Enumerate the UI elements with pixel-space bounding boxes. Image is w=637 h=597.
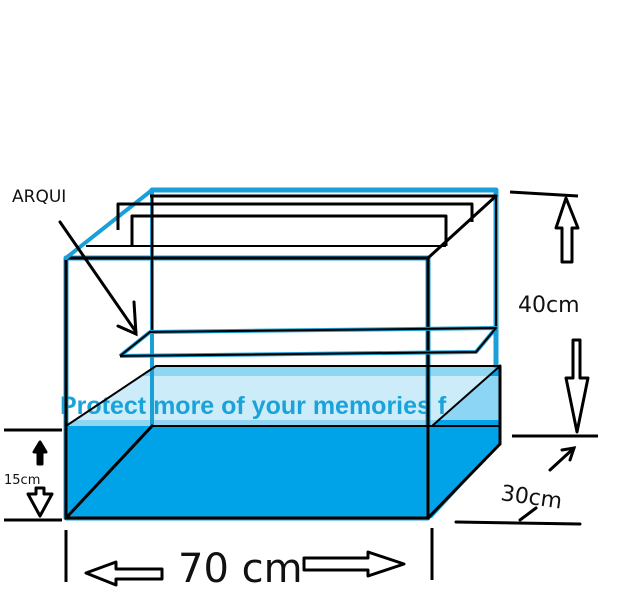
inner-shelf [118, 326, 498, 358]
width-label: 70 cm [178, 546, 303, 592]
aqui-pointer-arrow [58, 220, 138, 337]
aqui-label: ARQUI [12, 187, 66, 207]
watermark-text: Protect more of your memories f [60, 392, 447, 420]
water-height-label: 15cm [4, 473, 40, 488]
width-dimension [64, 528, 434, 587]
lid-panels [86, 194, 496, 247]
depth-label: 30cm [499, 481, 563, 514]
water-height-dimension [4, 428, 62, 522]
depth-dimension [454, 446, 582, 526]
tank-outline [63, 187, 502, 521]
water-front-face [66, 426, 432, 518]
height-label: 40cm [518, 293, 580, 318]
height-dimension [509, 190, 598, 438]
